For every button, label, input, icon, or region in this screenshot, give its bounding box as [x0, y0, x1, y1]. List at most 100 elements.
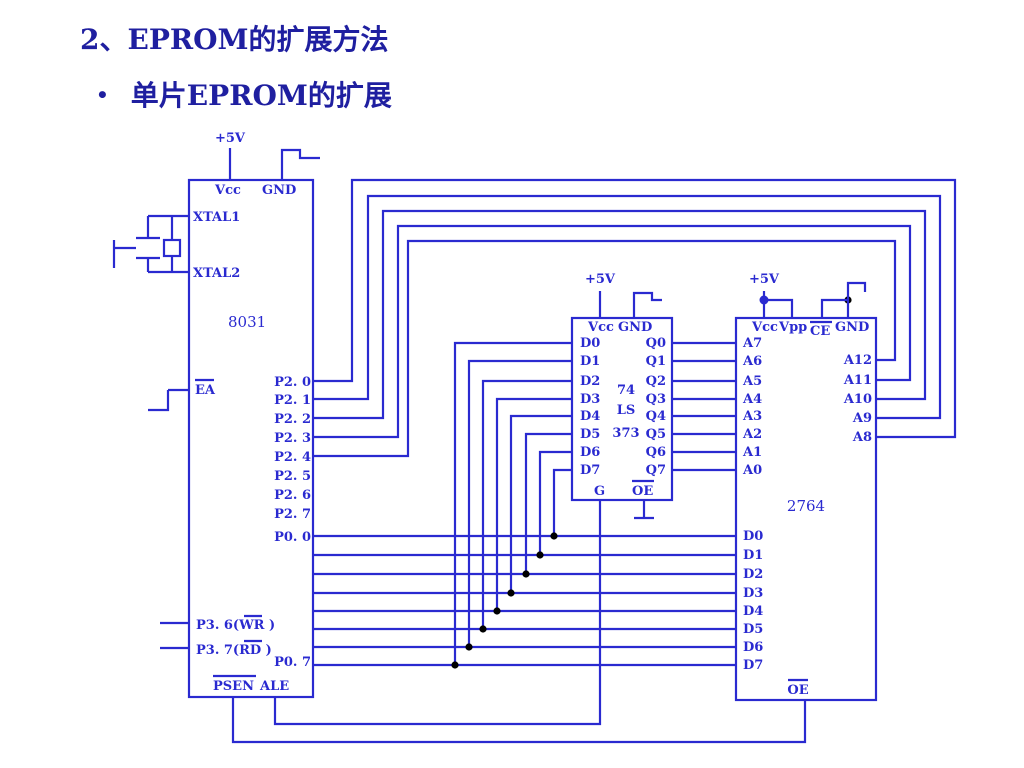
wire-tap-d5	[524, 432, 572, 574]
pin-a10-2764-label: A10	[843, 392, 872, 407]
vcc-5v-label-2764: +5V	[749, 272, 780, 287]
chip-name-373-line3: 373	[612, 426, 639, 441]
pin-a2-2764-label: A2	[742, 427, 762, 442]
pin-a12-2764-label: A12	[843, 353, 872, 368]
pin-p2-3-label: P2. 3	[274, 431, 311, 446]
junction-dot	[479, 625, 487, 633]
pin-p2-5-label: P2. 5	[274, 469, 311, 484]
pin-d6-2764-label: D6	[743, 640, 763, 655]
pin-d7-2764-label: D7	[743, 658, 763, 673]
pin-q5-373-label: Q5	[646, 427, 666, 442]
pin-d1-2764-label: D1	[743, 548, 763, 563]
pin-ea: EA	[195, 383, 216, 398]
pin-p0-0: P0. 0	[274, 530, 311, 545]
pin-gnd-2764: GND	[835, 320, 869, 335]
pin-a11-2764-label: A11	[843, 373, 872, 388]
pin-q2-373-label: Q2	[646, 374, 666, 389]
pin-vcc-373: Vcc	[587, 320, 614, 335]
bullet-point: • 单片EPROM的扩展	[96, 74, 392, 114]
pin-d3-373-label: D3	[580, 392, 600, 407]
pin-psen: PSEN	[213, 679, 254, 694]
pin-q0-373-label: Q0	[646, 336, 666, 351]
wires	[160, 178, 957, 744]
chip-name-373-line2: LS	[617, 403, 636, 418]
junction-dot	[536, 551, 544, 559]
pin-d4-373-label: D4	[580, 409, 600, 424]
pin-q1-373-label: Q1	[646, 354, 666, 369]
pin-d6-373-label: D6	[580, 445, 600, 460]
chip-name-373-line1: 74	[617, 383, 635, 398]
pin-q7-373-label: Q7	[646, 463, 666, 478]
bullet-marker: •	[96, 83, 109, 107]
pin-d2-373-label: D2	[580, 374, 600, 389]
pin-a9-2764-label: A9	[852, 411, 872, 426]
pin-p2-7-label: P2. 7	[274, 507, 311, 522]
pin-d5-2764-label: D5	[743, 622, 763, 637]
pin-vcc-2764: Vcc	[751, 320, 778, 335]
pin-oe-373: OE	[632, 484, 653, 499]
wire-tap-d7	[552, 468, 572, 536]
junction-dot	[550, 532, 558, 540]
pin-p3-6-wr: P3. 6(WR )	[196, 618, 275, 633]
eprom-pin-labels: A7A6A5A4A3A2A1A0A12A11A10A9A8D0D1D2D3D4D…	[742, 336, 872, 673]
pin-d0-373-label: D0	[580, 336, 600, 351]
wire-tap-d1	[467, 359, 572, 647]
pin-g-373: G	[594, 484, 605, 499]
pin-d7-373-label: D7	[580, 463, 600, 478]
junction-dot	[465, 643, 473, 651]
junction-dot	[522, 570, 530, 578]
pin-p2-4-label: P2. 4	[274, 450, 311, 465]
pin-d1-373-label: D1	[580, 354, 600, 369]
pin-d3-2764-label: D3	[743, 586, 763, 601]
pin-p2-2-label: P2. 2	[274, 412, 311, 427]
wire-psen-to-oe	[231, 697, 807, 744]
junction-dot	[507, 589, 515, 597]
wire-a8	[313, 239, 897, 458]
wire-tap-d6	[538, 450, 572, 555]
junction-dot	[451, 661, 459, 669]
pin-p3-7-rd: P3. 7(RD )	[196, 643, 272, 658]
chip-name-2764: 2764	[787, 497, 825, 515]
wire-a10	[313, 209, 927, 420]
vcc-5v-label-373: +5V	[585, 272, 616, 287]
pin-vpp-2764: Vpp	[778, 320, 807, 335]
pin-a8-2764-label: A8	[852, 430, 872, 445]
pin-vcc-8031: Vcc	[214, 183, 241, 198]
pin-d4-2764-label: D4	[743, 604, 763, 619]
chip-8031	[187, 178, 315, 699]
junction-dot	[493, 607, 501, 615]
wire-a12	[313, 178, 957, 439]
pin-a4-2764-label: A4	[742, 392, 762, 407]
pin-a7-2764-label: A7	[742, 336, 762, 351]
pin-q6-373-label: Q6	[646, 445, 666, 460]
pin-a1-2764-label: A1	[742, 445, 762, 460]
pin-a6-2764-label: A6	[742, 354, 762, 369]
chip-name-8031: 8031	[228, 313, 266, 331]
wire-tap-d4	[509, 414, 572, 593]
pin-a0-2764-label: A0	[742, 463, 762, 478]
pin-p2-0-label: P2. 0	[274, 375, 311, 390]
wire-tap-d0	[453, 341, 572, 665]
wire-a9	[313, 224, 912, 439]
wire-a11	[313, 194, 942, 420]
pin-gnd-8031: GND	[262, 183, 296, 198]
pin-d2-2764-label: D2	[743, 567, 763, 582]
chip-74ls373	[570, 316, 674, 502]
pin-p0-7: P0. 7	[274, 655, 311, 670]
pin-ce-2764: CE	[810, 324, 830, 339]
crystal-component	[112, 214, 189, 274]
pin-oe-2764: OE	[787, 683, 808, 698]
pin-p2-1-label: P2. 1	[274, 393, 311, 408]
wire-tap-d2	[481, 379, 572, 629]
bullet-text: 单片EPROM的扩展	[130, 79, 392, 112]
wire-tap-d3	[495, 397, 572, 611]
pin-xtal2: XTAL2	[193, 266, 240, 281]
slide-title: 2、EPROM的扩展方法	[80, 23, 389, 56]
pin-xtal1: XTAL1	[193, 210, 240, 225]
wire-ale-to-g	[273, 500, 602, 726]
pin-ale: ALE	[259, 679, 289, 694]
pin-q3-373-label: Q3	[646, 392, 666, 407]
vcc-5v-label-8031: +5V	[215, 131, 246, 146]
power-and-ground	[148, 148, 867, 520]
